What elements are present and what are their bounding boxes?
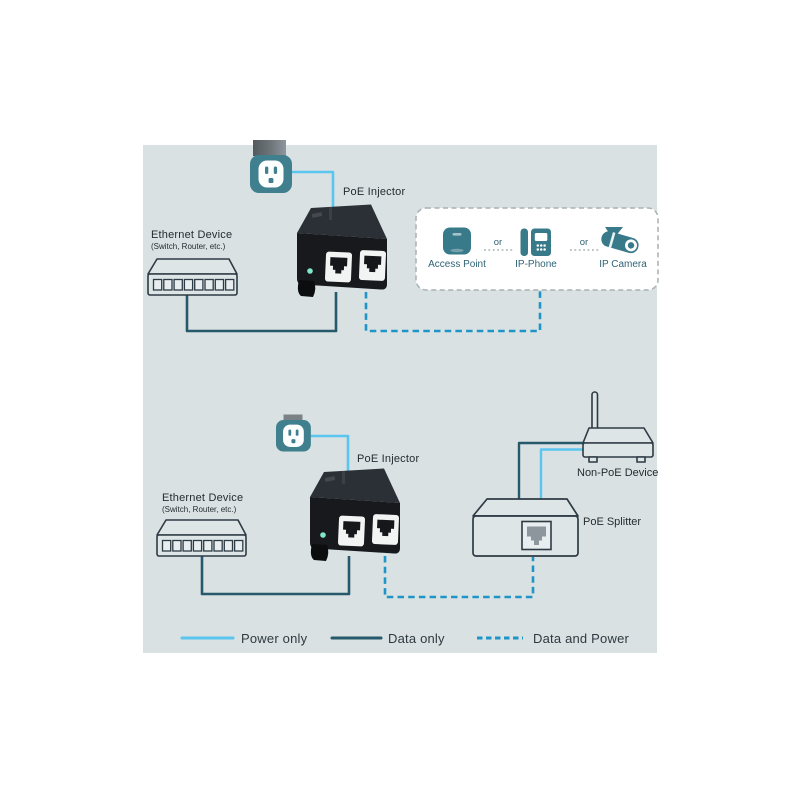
or-label-1: or — [493, 237, 503, 248]
splitter-power-line — [539, 448, 584, 501]
non-poe-device-icon — [582, 391, 654, 463]
powered-devices-box — [415, 207, 659, 291]
outlet-mount-tab-bottom — [283, 414, 303, 423]
power-only-line-top — [292, 170, 335, 212]
ethernet-device-icon-top — [147, 258, 238, 296]
poe-injector-device-bottom — [310, 468, 400, 561]
poe-injector-label-top: PoE Injector — [343, 186, 406, 198]
injector-clip — [297, 280, 316, 297]
legend-data-and-power-label: Data and Power — [533, 631, 630, 646]
power-outlet-icon-bottom — [276, 420, 311, 452]
or-label-2: or — [579, 237, 589, 248]
ethernet-device-title-top: Ethernet Device — [151, 229, 233, 241]
ethernet-device-subtitle-bottom: (Switch, Router, etc.) — [162, 505, 237, 514]
non-poe-device-label: Non-PoE Device — [577, 467, 659, 479]
data-and-power-line-top — [364, 291, 542, 333]
power-outlet-icon-top — [250, 155, 292, 193]
access-point-icon — [443, 227, 471, 255]
legend-power-only-label: Power only — [241, 631, 308, 646]
data-and-power-line-bottom — [383, 556, 535, 599]
poe-splitter-icon — [472, 498, 579, 557]
ethernet-device-title-bottom: Ethernet Device — [162, 492, 244, 504]
splitter-data-line — [517, 441, 585, 502]
router-antenna — [591, 391, 599, 431]
poe-injector-label-bottom: PoE Injector — [357, 453, 420, 465]
ip-camera-icon — [601, 227, 639, 254]
injector-port-lan — [324, 251, 353, 283]
access-point-label: Access Point — [428, 259, 486, 270]
ethernet-device-label-bottom: Ethernet Device (Switch, Router, etc.) — [162, 492, 243, 515]
injector-led — [307, 268, 313, 274]
data-only-line-top — [185, 292, 338, 333]
ethernet-device-label-top: Ethernet Device (Switch, Router, etc.) — [151, 229, 232, 252]
outlet-mount-tab — [253, 140, 286, 156]
poe-injector-device-top — [297, 204, 387, 297]
ip-phone-label: IP-Phone — [515, 259, 557, 270]
ethernet-device-subtitle-top: (Switch, Router, etc.) — [151, 242, 226, 251]
ip-camera-label: IP Camera — [599, 259, 647, 270]
data-only-line-bottom — [200, 556, 351, 596]
ip-phone-icon — [520, 228, 551, 256]
power-only-line-bottom — [310, 434, 350, 476]
poe-splitter-label: PoE Splitter — [583, 516, 642, 528]
splitter-port — [527, 526, 546, 545]
injector-port-poe — [358, 250, 386, 281]
ethernet-device-icon-bottom — [156, 519, 247, 557]
legend-data-only-label: Data only — [388, 631, 445, 646]
